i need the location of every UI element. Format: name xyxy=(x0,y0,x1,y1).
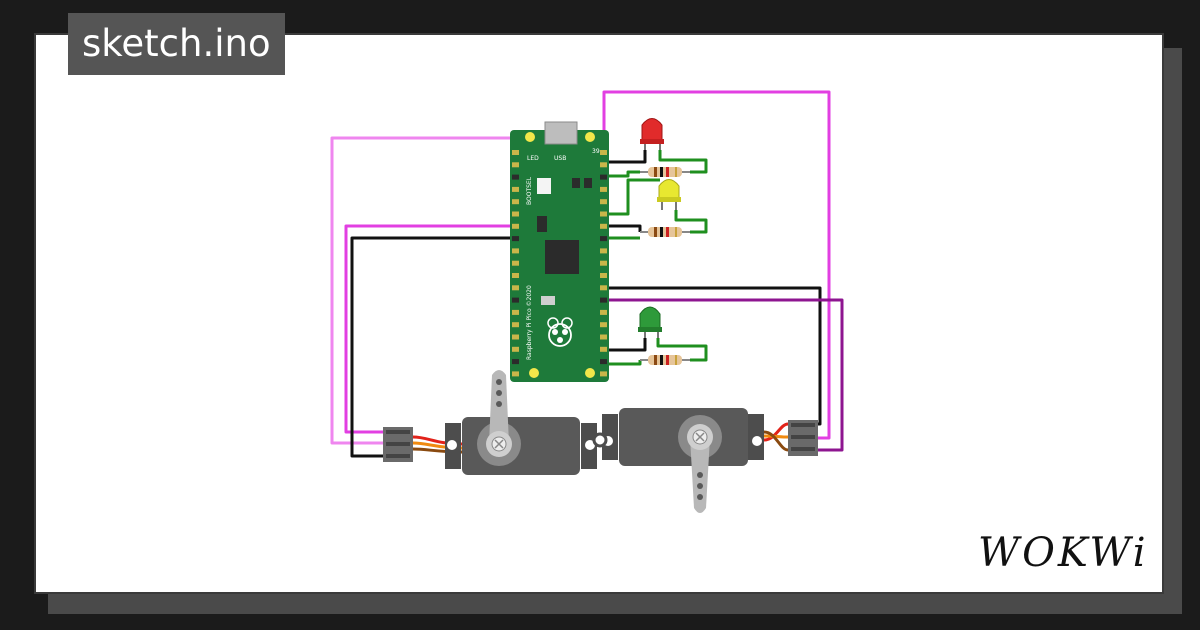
flash-chip xyxy=(537,216,547,232)
mount-hole xyxy=(585,368,595,378)
led-yellow[interactable] xyxy=(657,179,681,211)
header-pin[interactable] xyxy=(600,150,607,155)
header-pin[interactable] xyxy=(600,359,607,365)
wire-black-led-red xyxy=(606,150,647,164)
header-pin[interactable] xyxy=(512,260,519,266)
rp2040-chip xyxy=(545,240,579,274)
servo-left[interactable] xyxy=(383,370,597,475)
header-pin[interactable] xyxy=(600,248,607,254)
header-pin[interactable] xyxy=(512,211,519,217)
wires xyxy=(330,90,844,458)
header-pin[interactable] xyxy=(512,297,519,303)
header-pin[interactable] xyxy=(600,346,607,352)
header-pin[interactable] xyxy=(512,285,519,291)
regulator-chip xyxy=(584,178,592,188)
wire-black-left xyxy=(350,236,513,458)
pin-39-label: 39 xyxy=(592,148,600,155)
raspberry-logo-icon xyxy=(547,317,573,347)
header-pin[interactable] xyxy=(512,248,519,254)
header-pin[interactable] xyxy=(600,162,607,168)
wire-purple xyxy=(605,298,844,452)
wire-green-res-red xyxy=(606,170,640,178)
header-pin[interactable] xyxy=(600,223,607,229)
header-pin[interactable] xyxy=(600,186,607,192)
mount-hole xyxy=(529,368,539,378)
file-tab[interactable]: sketch.ino xyxy=(68,13,285,75)
header-pin[interactable] xyxy=(512,359,519,365)
usb-label: USB xyxy=(554,155,566,162)
wire-black-right xyxy=(605,286,822,426)
regulator-chip xyxy=(572,178,580,188)
pico-board[interactable]: LED USB 39 BOOTSEL Raspberry Pi Pico ©20… xyxy=(510,121,609,382)
servo-mount-hole xyxy=(592,432,608,448)
header-pin[interactable] xyxy=(512,322,519,328)
header-pin[interactable] xyxy=(600,334,607,340)
header-pin[interactable] xyxy=(600,297,607,303)
mount-hole xyxy=(525,132,535,142)
header-pin[interactable] xyxy=(512,199,519,205)
wire-green-gnd-yellow xyxy=(674,210,708,234)
header-pin[interactable] xyxy=(512,273,519,278)
header-pin[interactable] xyxy=(512,334,519,340)
header-pin[interactable] xyxy=(600,174,607,180)
wire-magenta-top xyxy=(598,90,831,440)
header-pin[interactable] xyxy=(600,236,607,242)
header-pin[interactable] xyxy=(512,346,519,352)
mount-hole xyxy=(585,132,595,142)
wire-green-led-yellow xyxy=(606,178,660,216)
header-pin[interactable] xyxy=(600,371,607,377)
header-pin[interactable] xyxy=(600,322,607,328)
header-pin[interactable] xyxy=(600,199,607,205)
header-pin[interactable] xyxy=(512,186,519,192)
usb-port xyxy=(544,121,578,145)
header-pin[interactable] xyxy=(512,223,519,229)
wokwi-logo: WOKWi xyxy=(978,530,1149,576)
header-pin[interactable] xyxy=(600,309,607,315)
servo-right[interactable] xyxy=(602,408,818,513)
header-pin[interactable] xyxy=(512,174,519,180)
wire-magenta-left xyxy=(344,224,511,434)
wire-black-led-green xyxy=(606,338,647,352)
led-smd xyxy=(541,296,555,305)
wire-black-led-yellow xyxy=(606,224,642,232)
wire-green-gnd-red xyxy=(658,150,708,174)
led-green[interactable] xyxy=(638,306,662,338)
board-name-label: Raspberry Pi Pico ©2020 xyxy=(526,285,533,360)
header-pin[interactable] xyxy=(512,371,519,377)
header-pin[interactable] xyxy=(512,162,519,168)
bootsel-label: BOOTSEL xyxy=(526,176,533,205)
led-label: LED xyxy=(527,155,539,162)
file-tab-label: sketch.ino xyxy=(82,22,271,65)
pin-row-right xyxy=(600,150,607,377)
header-pin[interactable] xyxy=(600,273,607,278)
bootsel-button xyxy=(537,178,551,194)
pin-row-left xyxy=(512,150,519,377)
led-red[interactable] xyxy=(640,118,664,151)
header-pin[interactable] xyxy=(600,285,607,291)
header-pin[interactable] xyxy=(512,150,519,155)
wire-light-pink xyxy=(330,136,519,445)
wire-green-res-green xyxy=(606,360,642,366)
header-pin[interactable] xyxy=(600,211,607,217)
resistor-2[interactable] xyxy=(640,227,690,237)
header-pin[interactable] xyxy=(512,309,519,315)
resistor-1[interactable] xyxy=(640,167,690,177)
wokwi-logo-text: WOKWi xyxy=(978,530,1149,576)
wire-green-gnd-green xyxy=(656,338,708,362)
header-pin[interactable] xyxy=(600,260,607,266)
header-pin[interactable] xyxy=(512,236,519,242)
resistor-3[interactable] xyxy=(640,355,690,365)
